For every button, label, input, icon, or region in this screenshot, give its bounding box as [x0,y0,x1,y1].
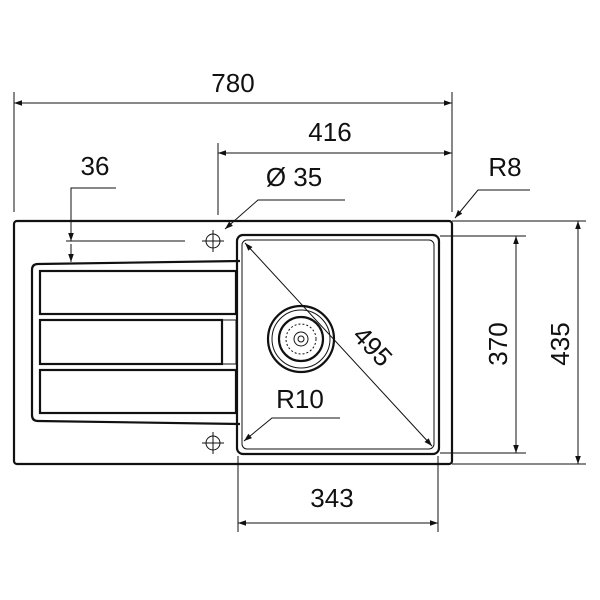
label-495: 495 [347,320,399,372]
dimension-36: 36 [66,151,185,262]
dimension-780: 780 [13,68,453,212]
tap-hole-marker-bottom [202,432,224,454]
dimension-343: 343 [237,456,439,532]
dimension-416: 416 [217,117,452,215]
label-r10: R10 [276,384,324,414]
drainer [30,259,241,426]
dimension-tap-hole: Ø 35 [224,162,345,230]
label-diameter-35: Ø 35 [266,162,322,192]
dimension-495: 495 [244,242,433,447]
label-416: 416 [308,117,351,147]
dimension-r8: R8 [454,152,530,219]
label-r8: R8 [488,152,521,182]
label-780: 780 [211,68,254,98]
dimension-r10: R10 [243,384,340,442]
dimension-435: 435 [545,221,581,464]
label-370: 370 [483,322,513,365]
label-435: 435 [545,322,575,365]
dimension-370: 370 [440,235,526,454]
label-343: 343 [310,483,353,513]
label-36: 36 [81,151,110,181]
bowl [235,233,441,456]
tap-hole-marker-top [202,230,224,252]
drain-strainer-icon [266,304,336,374]
sink-outline [12,219,454,466]
